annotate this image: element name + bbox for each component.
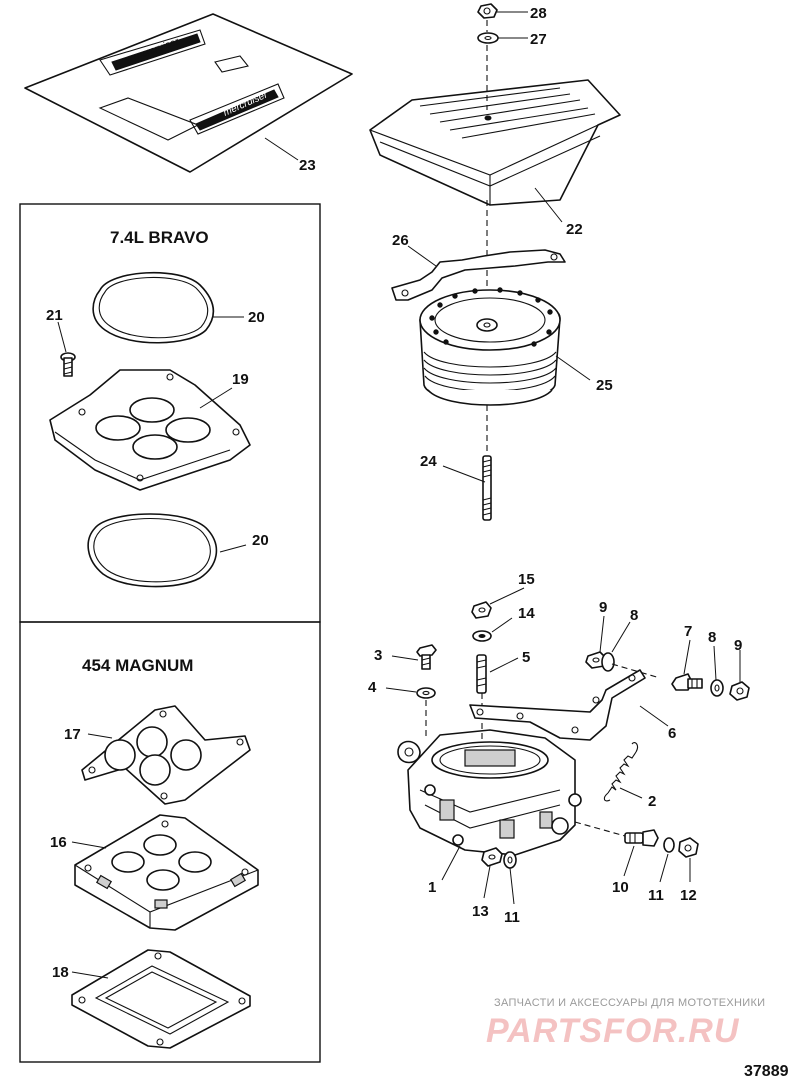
carburetor-part	[397, 729, 582, 856]
callout-12: 12	[680, 887, 697, 904]
callout-18: 18	[52, 964, 69, 981]
bracket-stud-part	[671, 673, 703, 691]
callout-27: 27	[530, 31, 547, 48]
carb-bolt-part	[416, 644, 437, 670]
callout-3: 3	[374, 647, 382, 664]
callout-16: 16	[50, 834, 67, 851]
callout-9-left: 9	[599, 599, 607, 616]
stud-nut-right-part	[729, 681, 750, 701]
callout-2: 2	[648, 793, 656, 810]
callout-25: 25	[596, 377, 613, 394]
callout-22: 22	[566, 221, 583, 238]
decal-sheet-part: mercruiser mercruiser	[24, 13, 353, 173]
gasket-upper-part	[92, 271, 215, 344]
fitting-nut-part	[678, 837, 699, 858]
callout-1: 1	[428, 879, 436, 896]
cover-nut-part	[477, 3, 498, 19]
bravo-panel-title: 7.4L BRAVO	[110, 228, 209, 247]
carb-spacer-16-part	[74, 814, 259, 931]
callout-11-right: 11	[648, 887, 664, 904]
diagram-id: 37889	[744, 1063, 789, 1080]
flame-arrestor-cover-part	[369, 79, 621, 206]
stud-washer-right-part	[710, 679, 724, 697]
callout-8-left: 8	[630, 607, 638, 624]
callout-23: 23	[299, 157, 316, 174]
flame-arrestor-bracket-part	[391, 249, 566, 301]
carb-gasket-18-part	[71, 949, 251, 1049]
callout-28: 28	[530, 5, 547, 22]
gasket-lower-part	[87, 513, 218, 588]
bracket-washer-part	[601, 652, 615, 672]
callout-14: 14	[518, 605, 535, 622]
callout-13: 13	[472, 903, 489, 920]
callout-labels: 28 27 23 22 26 25 24 21 20 19 20 17 16 1…	[46, 5, 742, 981]
throttle-bracket-part	[469, 669, 646, 741]
spacer-plate-part	[49, 369, 251, 491]
callout-17: 17	[64, 726, 81, 743]
callout-4: 4	[368, 679, 377, 696]
magnum-panel-title: 454 MAGNUM	[82, 656, 193, 675]
callout-9-right: 9	[734, 637, 742, 654]
throttle-spring-part	[603, 742, 639, 802]
stud-nut-part	[471, 601, 492, 619]
callout-21: 21	[46, 307, 63, 324]
fitting-washer-part	[663, 837, 675, 853]
callout-20-upper: 20	[248, 309, 265, 326]
callout-26: 26	[392, 232, 409, 249]
callout-6: 6	[668, 725, 676, 742]
flame-arrestor-part	[419, 287, 561, 406]
leader-lines	[57, 11, 741, 979]
fuel-inlet-fitting-part	[624, 829, 659, 847]
carb-base-washer-part	[503, 851, 517, 869]
watermark: ЗАПЧАСТИ И АКСЕССУАРЫ ДЛЯ МОТОТЕХНИКИ PA…	[486, 997, 765, 1050]
callout-15: 15	[518, 571, 535, 588]
callout-19: 19	[232, 371, 249, 388]
bravo-kit-panel: 7.4L BRAVO	[19, 203, 321, 623]
stud-part	[482, 455, 492, 521]
cover-washer-part	[477, 32, 499, 44]
carb-gasket-17-part	[81, 705, 251, 805]
magnum-kit-panel: 454 MAGNUM	[19, 621, 321, 1063]
callout-5: 5	[522, 649, 530, 666]
carb-washer-part	[416, 687, 436, 699]
callout-24: 24	[420, 453, 437, 470]
callout-11-lower: 11	[504, 909, 520, 926]
watermark-tagline: ЗАПЧАСТИ И АКСЕССУАРЫ ДЛЯ МОТОТЕХНИКИ	[494, 997, 765, 1009]
carb-stud-part	[476, 654, 487, 694]
callout-8-right: 8	[708, 629, 716, 646]
callout-10: 10	[612, 879, 629, 896]
callout-20-lower: 20	[252, 532, 269, 549]
carb-base-nut-part	[481, 847, 503, 867]
callout-7: 7	[684, 623, 692, 640]
watermark-site: PARTSFOR.RU	[486, 1012, 740, 1050]
screw-part	[60, 352, 76, 377]
